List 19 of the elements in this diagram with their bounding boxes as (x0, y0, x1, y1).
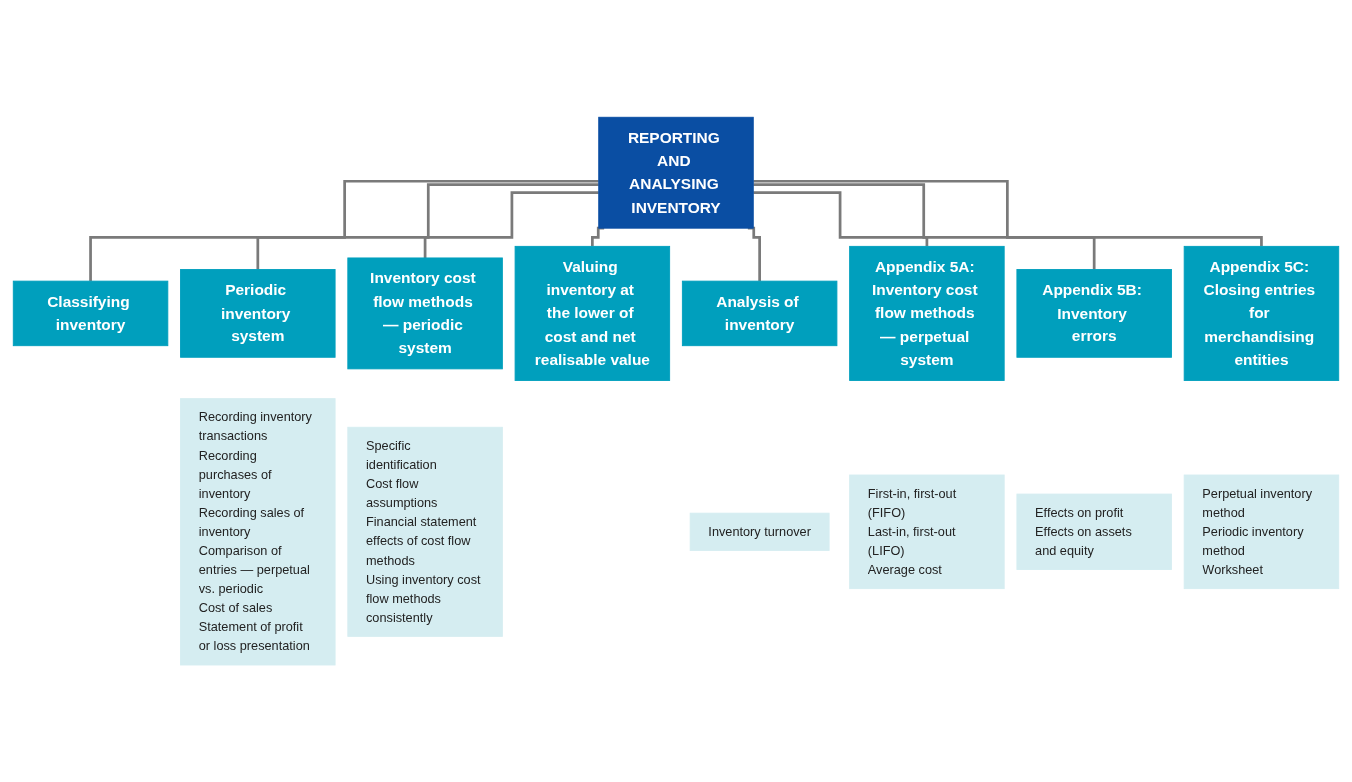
connector (753, 183, 1096, 271)
node-box: Perpetual inventory method Periodic inventory method Worksheet (1183, 474, 1340, 589)
node-box: Recording inventory transactions Recording purchases of inventory Recording sales of inventory Comparison of entries — perpetual vs. periodic Cost of sales Statement of profit or loss presentation (180, 398, 336, 666)
node-box: Specific identification Cost flow assumptions Financial statement effects of cost flow methods Using inventory cost flow methods consistently (347, 426, 503, 637)
node-box: Analysis of inventory (681, 280, 838, 346)
node-box: Appendix 5B: Inventory errors (1016, 268, 1172, 358)
connector (753, 191, 929, 248)
node-box: Effects on profit Effects on assets and equity (1016, 493, 1172, 570)
node-box: Inventory turnover (689, 512, 830, 551)
node-box: Classifying inventory (12, 280, 169, 346)
connector (256, 183, 599, 271)
connector (753, 179, 1263, 248)
node-box: Valuing inventory at the lower of cost and net realisable value (514, 245, 671, 381)
node-box: Periodic inventory system (180, 268, 336, 358)
node-box: Inventory cost flow methods — periodic system (347, 257, 503, 370)
node-box: Appendix 5C: Closing entries for merchandising entities (1183, 245, 1340, 381)
node-box: REPORTING AND ANALYSING INVENTORY (598, 116, 754, 229)
node-box: Appendix 5A: Inventory cost flow methods — perpetual system (849, 245, 1005, 381)
node-box: First-in, first-out (FIFO) Last-in, first-out (LIFO) Average cost (849, 474, 1005, 589)
